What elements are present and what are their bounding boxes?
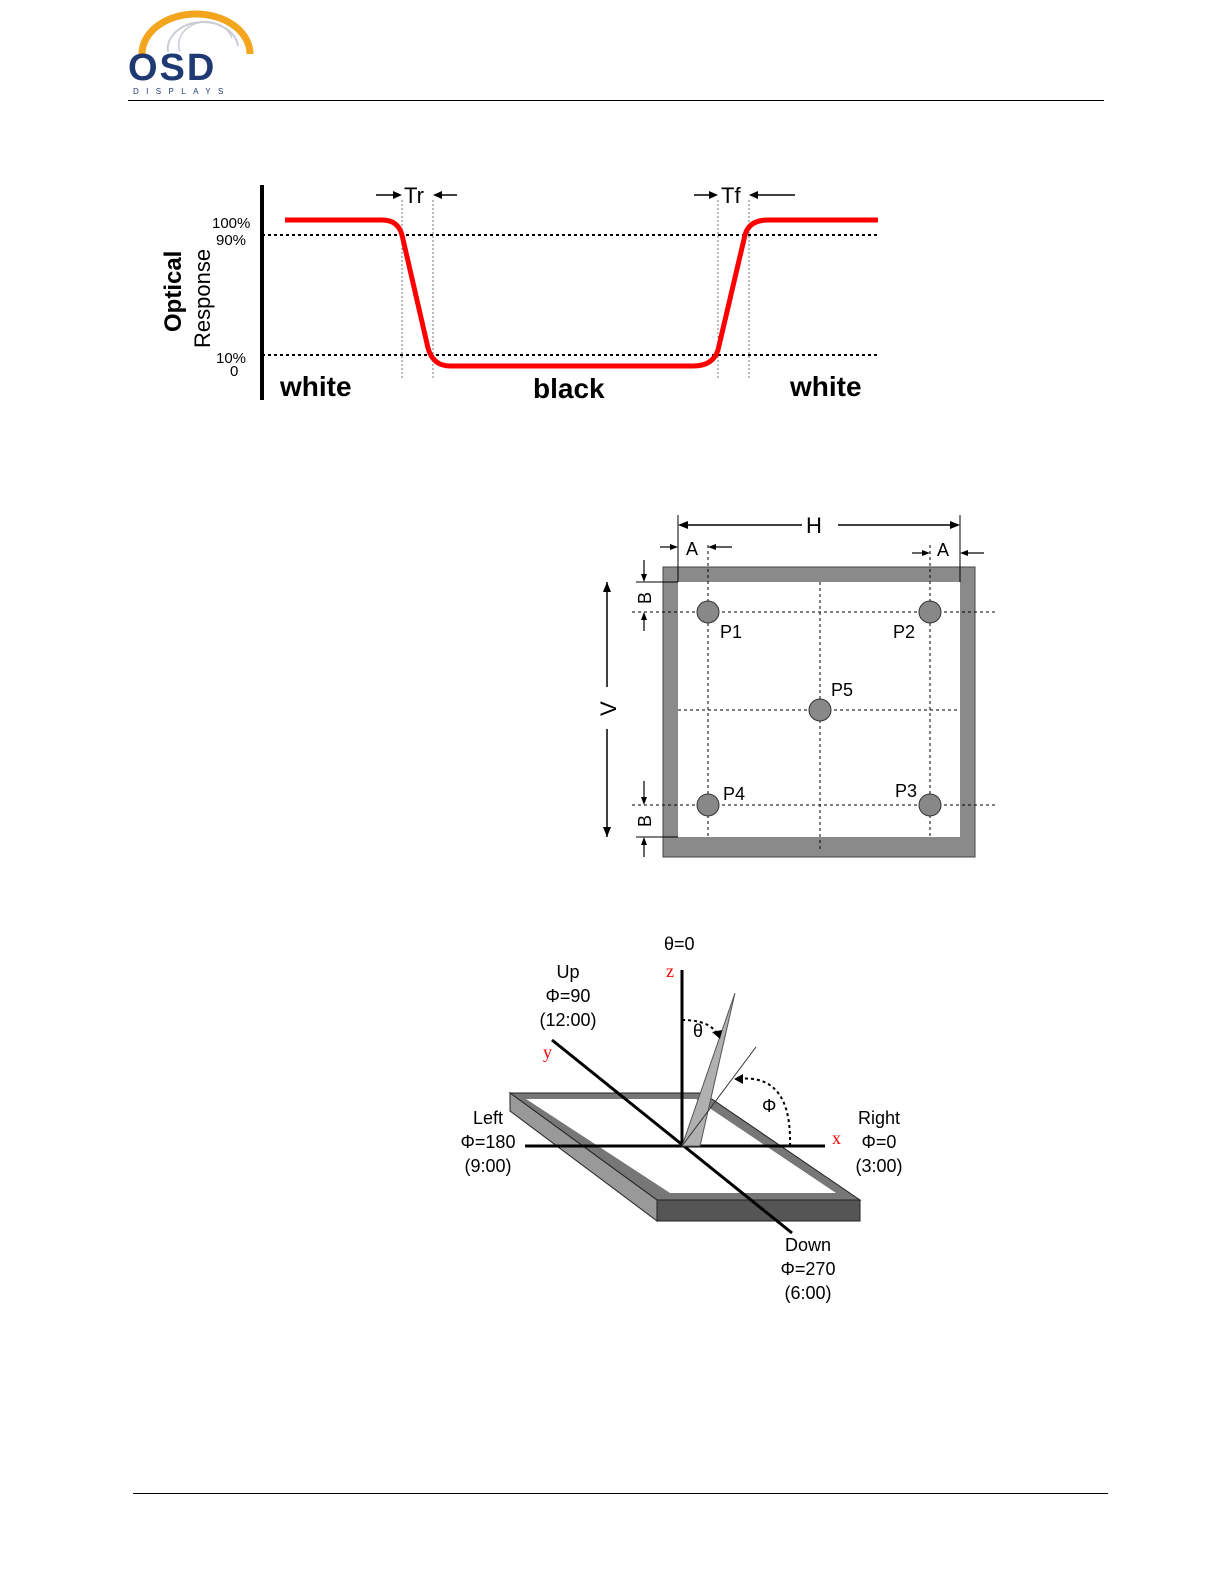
b-top-arrowhead-1	[641, 574, 647, 582]
up-name: Up	[556, 962, 579, 982]
h-arrowhead-left	[678, 521, 688, 529]
b-top-label: B	[635, 592, 655, 604]
h-label: H	[806, 513, 822, 538]
theta-label: θ	[693, 1021, 703, 1041]
y-axis-label: y	[543, 1042, 552, 1062]
right-name: Right	[858, 1108, 900, 1128]
ylabel-line1: Optical	[160, 251, 187, 332]
b-top-arrowhead-2	[641, 612, 647, 620]
a-right-arrowhead-2	[960, 550, 968, 556]
a-left-arrowhead-2	[708, 544, 716, 550]
up-clock: (12:00)	[539, 1010, 596, 1030]
down-name: Down	[785, 1235, 831, 1255]
tr-arrowhead-right	[433, 191, 442, 199]
h-arrowhead-right	[950, 521, 960, 529]
up-angle: Φ=90	[546, 986, 591, 1006]
point-p5-label: P5	[831, 680, 853, 700]
b-bottom-label: B	[635, 815, 655, 827]
logo-tagline: DISPLAYS	[133, 87, 231, 96]
phi-label: Φ	[762, 1096, 776, 1116]
tr-arrowhead-left	[393, 191, 402, 199]
ylabel-line2: Response	[190, 249, 215, 348]
b-bottom-arrowhead-2	[641, 837, 647, 845]
point-p3-marker	[919, 794, 941, 816]
optical-response-curve	[285, 220, 878, 366]
b-bottom-arrowhead-1	[641, 797, 647, 805]
theta-zero-label: θ=0	[664, 934, 695, 954]
tf-label: Tf	[721, 183, 741, 208]
a-right-label: A	[937, 540, 949, 560]
v-arrowhead-top	[603, 582, 611, 592]
region-middle-label: black	[533, 373, 605, 404]
point-p2-marker	[919, 601, 941, 623]
header-rule	[128, 100, 1104, 101]
logo-wordmark: OSD	[128, 48, 258, 88]
a-left-arrowhead-1	[670, 544, 678, 550]
left-clock: (9:00)	[464, 1156, 511, 1176]
region-right-label: white	[789, 371, 862, 402]
tick-0: 0	[230, 363, 238, 380]
point-p1-marker	[697, 601, 719, 623]
x-axis-label: x	[832, 1128, 841, 1148]
right-angle: Φ=0	[862, 1132, 897, 1152]
phi-arrowhead	[734, 1074, 743, 1084]
point-p4-label: P4	[723, 784, 745, 804]
v-arrowhead-bottom	[603, 827, 611, 837]
z-axis-label: z	[666, 961, 674, 981]
v-label: V	[596, 701, 621, 716]
left-angle: Φ=180	[461, 1132, 516, 1152]
point-p5-marker	[809, 699, 831, 721]
tf-arrowhead-right	[749, 191, 758, 199]
left-name: Left	[473, 1108, 503, 1128]
down-clock: (6:00)	[784, 1283, 831, 1303]
a-right-arrowhead-1	[922, 550, 930, 556]
tf-arrowhead-left	[709, 191, 718, 199]
viewing-angle-diagram: θ=0 z y x θ Φ Up Φ=90 (12:00) Left Φ=180…	[440, 925, 920, 1310]
right-clock: (3:00)	[855, 1156, 902, 1176]
region-left-label: white	[279, 371, 352, 402]
response-time-diagram: Tr Tf 100% 90% 10% 0 Optical Response wh…	[150, 170, 890, 410]
footer-rule	[133, 1493, 1108, 1494]
point-p4-marker	[697, 794, 719, 816]
a-left-label: A	[686, 539, 698, 559]
measurement-points-diagram: H A A V B B P1 P2 P3 P4 P5	[580, 505, 1000, 870]
tick-100: 100%	[212, 215, 250, 232]
point-p1-label: P1	[720, 622, 742, 642]
tick-90: 90%	[216, 232, 246, 249]
point-p3-label: P3	[895, 781, 917, 801]
point-p2-label: P2	[893, 622, 915, 642]
tr-label: Tr	[404, 183, 424, 208]
panel-front-edge	[657, 1200, 860, 1221]
down-angle: Φ=270	[781, 1259, 836, 1279]
